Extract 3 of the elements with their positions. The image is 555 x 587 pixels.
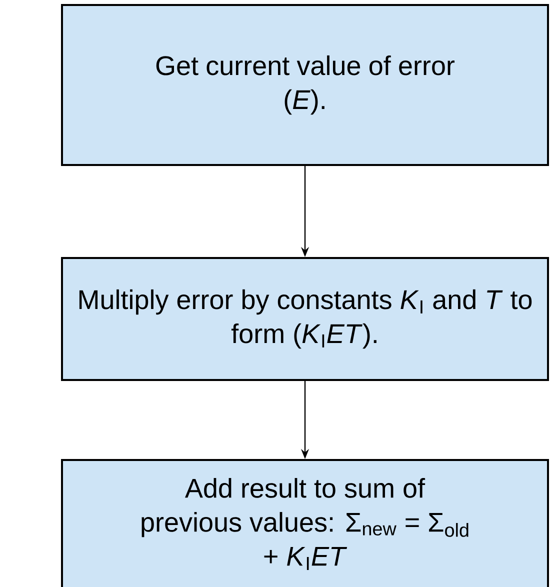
process-box: Multiply error by constants K$_{I}$ and T to form (K$_{I}$ET). xyxy=(61,257,549,381)
process-box: Get current value of error (E). xyxy=(61,4,549,166)
process-box: Add result to sum of previous values: Σ$_{new}$ = Σ$_{old}$ + K$_{I}$ET xyxy=(61,459,549,587)
